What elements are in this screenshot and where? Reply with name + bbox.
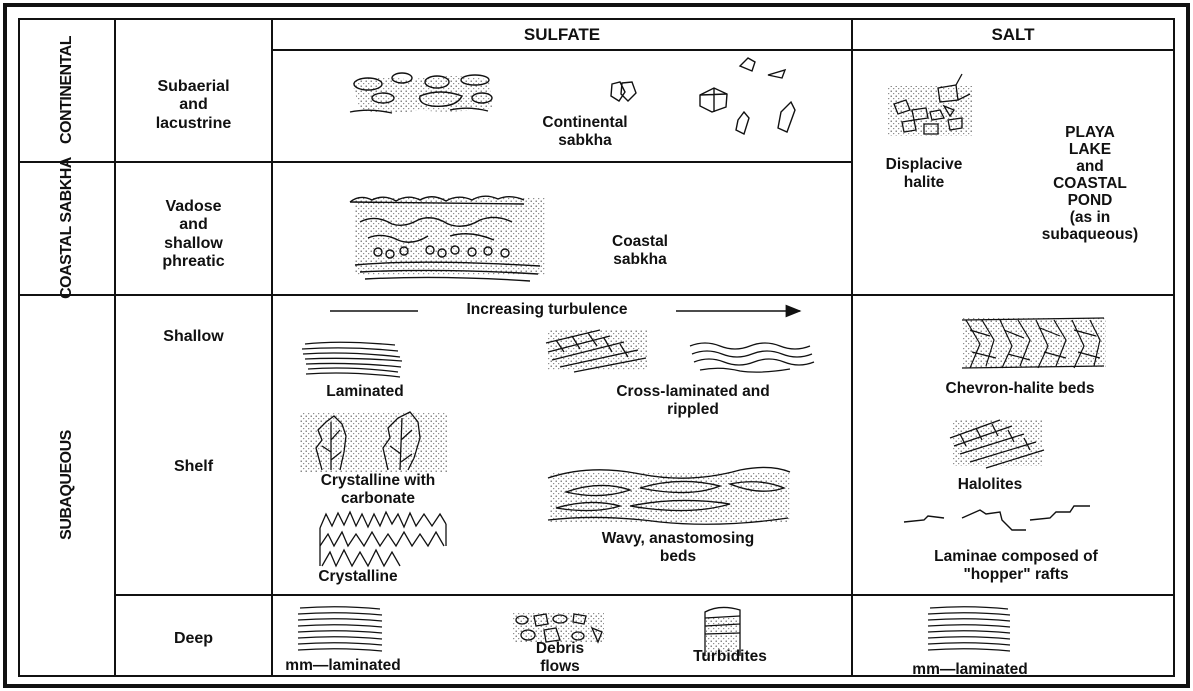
label-playa-lake-coastal-pond: PLAYA LAKE and COASTAL POND (as in subaq… (1010, 124, 1170, 243)
displacive-halite-sketch (888, 74, 972, 136)
label-cross-laminated: Cross-laminated and rippled (548, 383, 838, 419)
env-subaerial-lacustrine: Subaerial and lacustrine (115, 78, 272, 133)
label-laminae-hopper-rafts: Laminae composed of "hopper" rafts (866, 548, 1166, 584)
coastal-sabkha-sketch (350, 196, 545, 281)
label-crystalline: Crystalline (298, 568, 418, 586)
env-vadose-shallow-phreatic: Vadose and shallow phreatic (115, 198, 272, 272)
subaqueous-group-label: SUBAQUEOUS (58, 430, 76, 540)
cross-laminated-sketch (546, 330, 814, 372)
mm-laminated-salt-sketch (928, 607, 1010, 651)
label-turbidites: Turbidites (660, 648, 800, 666)
salt-column-header: SALT (852, 25, 1174, 45)
debris-flows-sketch (512, 612, 604, 642)
continental-group-label: CONTINENTAL (58, 36, 76, 144)
label-increasing-turbulence: Increasing turbulence (418, 301, 676, 319)
halolites-sketch (950, 420, 1044, 468)
label-laminated: Laminated (290, 383, 440, 401)
crystalline-carbonate-sketch (300, 412, 448, 472)
env-shelf: Shelf (115, 458, 272, 476)
chevron-halite-sketch (962, 318, 1106, 368)
label-halolites: Halolites (900, 476, 1080, 494)
label-chevron-halite-beds: Chevron-halite beds (870, 380, 1170, 398)
env-deep: Deep (115, 630, 272, 648)
label-debris-flows: Debris flows (500, 640, 620, 676)
label-coastal-sabkha: Coastal sabkha (560, 233, 720, 269)
label-mm-laminated-salt: mm—laminated (900, 661, 1040, 679)
label-mm-laminated-sulfate: mm—laminated (278, 657, 408, 675)
hopper-rafts-sketch (904, 506, 1090, 530)
label-continental-sabkha: Continental sabkha (475, 114, 695, 150)
laminated-sketch (302, 342, 402, 377)
crystalline-sketch (320, 512, 446, 566)
label-crystalline-with-carbonate: Crystalline with carbonate (284, 472, 472, 508)
coastal-sabkha-group-label: COASTAL SABKHA (58, 157, 76, 299)
mm-laminated-sulfate-sketch (298, 607, 382, 651)
label-wavy-anastomosing: Wavy, anastomosing beds (548, 530, 808, 566)
env-shallow: Shallow (115, 328, 272, 346)
sulfate-column-header: SULFATE (272, 25, 852, 45)
label-displacive-halite: Displacive halite (864, 156, 984, 192)
wavy-anastomosing-sketch (548, 467, 790, 524)
